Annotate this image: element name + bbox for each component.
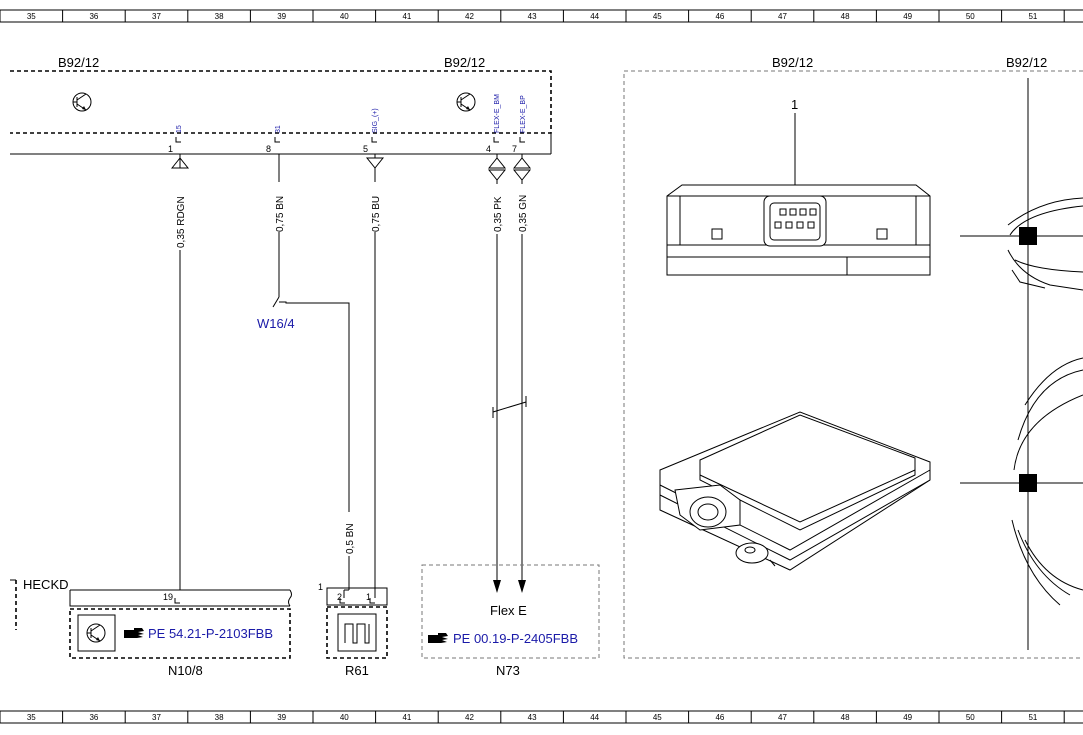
column-number: 51 [1028,12,1037,21]
column-number: 40 [340,12,349,21]
r61-pin-1: 1 [366,592,371,602]
connector-illustration-panel [623,70,1083,659]
module-iso-drawing [659,411,931,571]
pin-sockets [175,137,525,143]
column-number: 41 [402,713,411,722]
pin-label-flex-bm: FLEX-E_BM [494,94,501,133]
callout-number: 1 [791,97,798,112]
reference-hand-icon [124,628,144,638]
column-number: 48 [841,12,850,21]
column-number: 50 [966,12,975,21]
pin-label-sig: SIG_(+) [372,108,379,133]
column-number: 41 [402,12,411,21]
column-number: 47 [778,713,787,722]
transistor-icon [72,92,92,112]
column-number: 35 [27,12,36,21]
column-number: 46 [715,12,724,21]
column-number: 50 [966,713,975,722]
column-number: 44 [590,12,599,21]
pin-number-5: 5 [363,144,368,154]
column-number: 51 [1028,713,1037,722]
module-n10-8[interactable] [69,589,292,659]
column-number: 49 [903,713,912,722]
column-number: 47 [778,12,787,21]
column-number: 44 [590,713,599,722]
transistor-icon [77,614,116,652]
column-number: 37 [152,713,161,722]
component-name-r61: R61 [345,663,369,678]
connector-b92-12-frame [10,70,552,155]
column-ruler-top: 35 36 37 38 39 40 41 42 43 44 45 46 47 48 49 50 51 [0,9,1083,23]
column-number: 46 [715,713,724,722]
column-number: 38 [215,713,224,722]
column-number: 38 [215,12,224,21]
column-ruler-bottom: 35 36 37 38 39 40 41 42 43 44 45 46 47 48 49 50 51 [0,710,1083,724]
component-name-n73: N73 [496,663,520,678]
heckd-label: HECKD [23,577,69,592]
connector-label-left: B92/12 [58,55,99,70]
splice-label-w16-4[interactable]: W16/4 [257,316,295,331]
column-number: 48 [841,713,850,722]
column-number: 36 [89,12,98,21]
wire-gn[interactable] [512,154,532,593]
reference-hand-icon [428,633,448,643]
r61-pin-2: 2 [337,592,342,602]
reference-link-n10-8[interactable]: PE 54.21-P-2103FBB [148,626,273,641]
connector-front-view-drawing [666,113,931,276]
column-number: 43 [528,12,537,21]
connector-label-right-1: B92/12 [772,55,813,70]
column-number: 37 [152,12,161,21]
pin-number-7: 7 [512,144,517,154]
column-number: 43 [528,713,537,722]
wire-pk[interactable] [487,154,507,593]
heckd-bracket [10,579,17,630]
transistor-icon [456,92,476,112]
twisted-pair-mark [492,396,527,418]
pin-number-1: 1 [168,144,173,154]
connector-label-right-2: B92/12 [1006,55,1047,70]
column-number: 49 [903,12,912,21]
column-number: 39 [277,12,286,21]
column-number: 42 [465,12,474,21]
wire-bu[interactable] [365,154,385,598]
pin-label-31: 31 [275,125,282,133]
column-number: 45 [653,12,662,21]
r61-side-number: 1 [318,582,323,592]
component-name-n10-8: N10/8 [168,663,203,678]
component-r61[interactable] [326,587,388,659]
column-number: 42 [465,713,474,722]
wire-label-bn-05: 0,5 BN [345,523,356,554]
reference-link-n73[interactable]: PE 00.19-P-2405FBB [453,631,578,646]
heater-element-icon [337,613,377,652]
n73-title: Flex E [490,603,527,618]
pin-number-4: 4 [486,144,491,154]
wire-bn-to-splice[interactable] [272,154,350,598]
wire-rdgn[interactable] [170,154,190,590]
column-number: 40 [340,713,349,722]
pin-number-8: 8 [266,144,271,154]
column-number: 39 [277,713,286,722]
connector-label-mid: B92/12 [444,55,485,70]
column-number: 35 [27,713,36,722]
wire-label-bn-075: 0,75 BN [275,196,286,232]
wire-label-bu: 0,75 BU [371,196,382,232]
column-number: 36 [89,713,98,722]
wire-label-pk: 0,35 PK [493,196,504,232]
module-n73[interactable] [421,564,600,659]
pin-label-flex-bp: FLEX-E_BP [520,95,527,133]
wire-label-rdgn: 0,35 RDGN [176,196,187,248]
column-number: 45 [653,713,662,722]
pin-number-19: 19 [163,592,173,602]
wire-label-gn: 0,35 GN [518,195,529,232]
pin-label-15: 15 [176,125,183,133]
vehicle-location-drawing [960,78,1083,650]
